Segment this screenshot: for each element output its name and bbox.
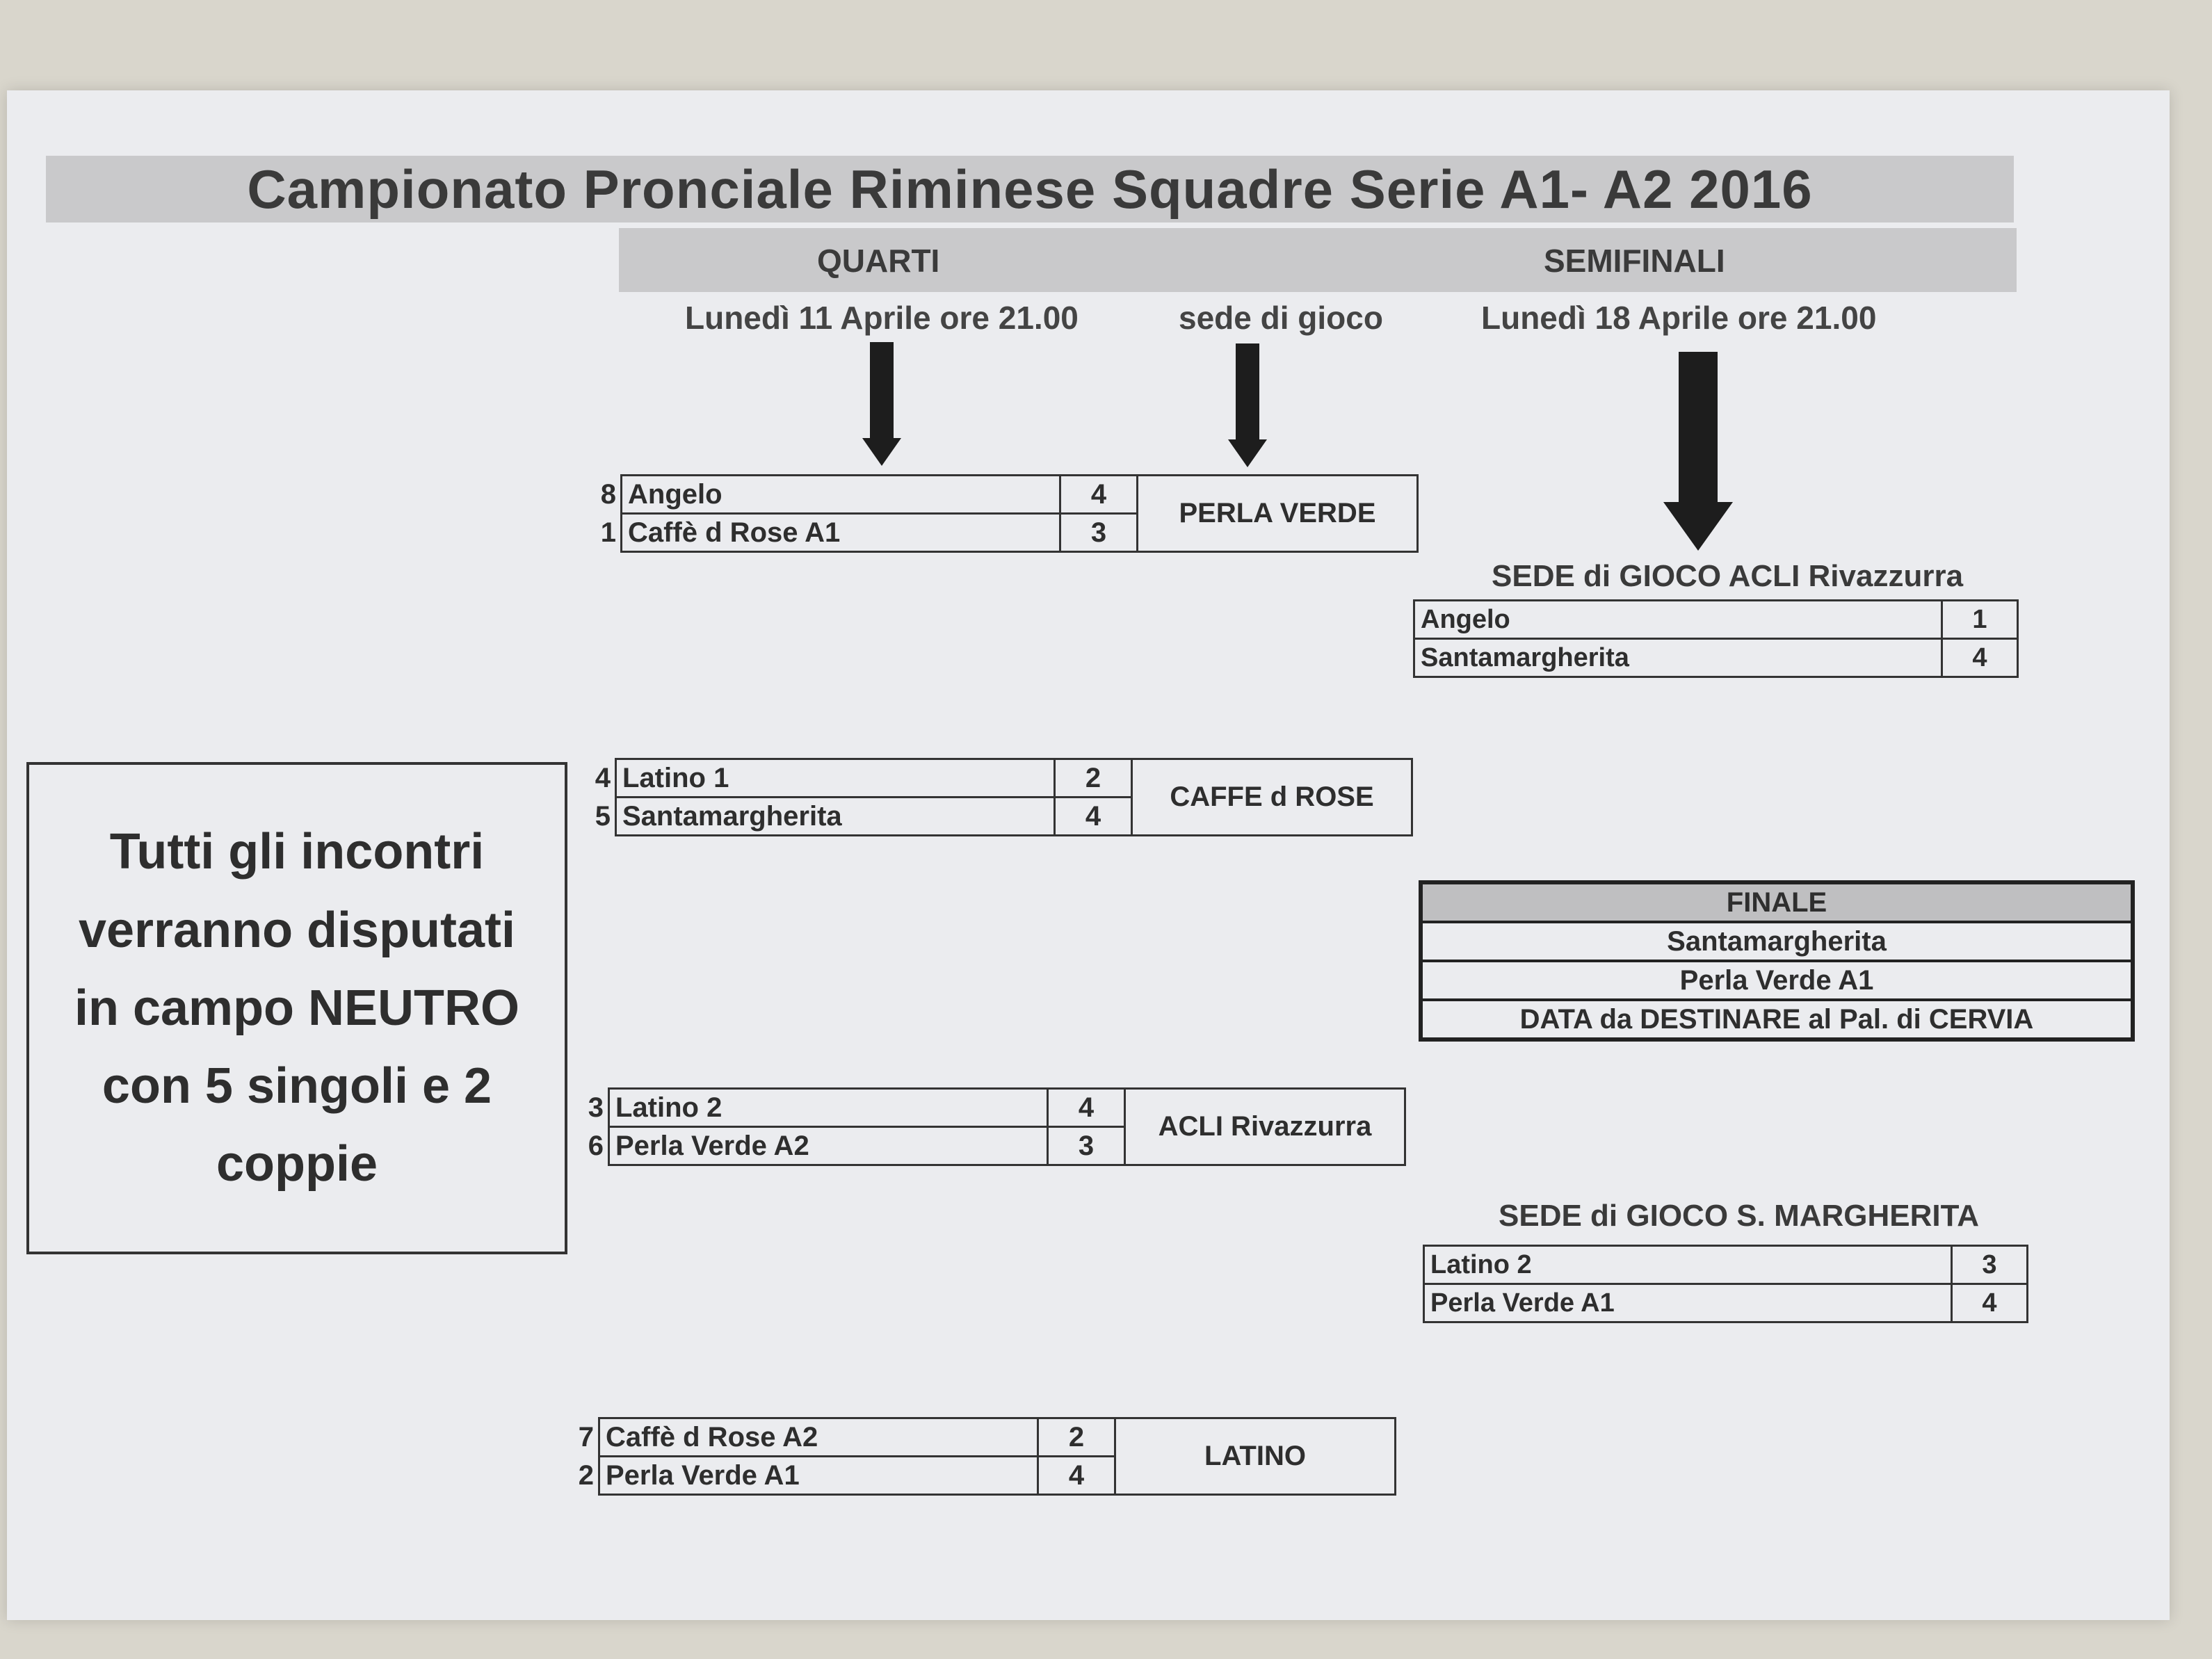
seed-number: 4 xyxy=(595,762,611,793)
team-name: Latino 1 xyxy=(615,758,1056,798)
table-row: 5 Santamargherita 4 xyxy=(588,796,1412,836)
table-row: 3 Latino 2 4 ACLI Rivazzurra xyxy=(581,1087,1406,1166)
table-row: Angelo 1 xyxy=(1413,599,2019,640)
finale-title: FINALE xyxy=(1419,881,2134,923)
team-score: 3 xyxy=(1047,1126,1126,1166)
table-row: 2 Perla Verde A1 4 xyxy=(572,1455,1396,1496)
team-name: Angelo xyxy=(620,474,1061,515)
date-quarti: Lunedì 11 Aprile ore 21.00 xyxy=(685,300,1079,336)
seed-number: 6 xyxy=(588,1130,604,1161)
team-score: 3 xyxy=(1951,1245,2028,1285)
match-venue: ACLI Rivazzurra xyxy=(1124,1087,1406,1166)
seed-number: 3 xyxy=(588,1092,604,1123)
match-venue: LATINO xyxy=(1114,1417,1396,1496)
date-semifinali: Lunedì 18 Aprile ore 21.00 xyxy=(1481,300,1877,336)
team-score: 3 xyxy=(1059,512,1138,553)
table-row: Latino 2 3 xyxy=(1423,1245,2028,1285)
team-name: Latino 2 xyxy=(608,1087,1049,1128)
rules-note-line: coppie xyxy=(216,1136,378,1192)
table-row: Perla Verde A1 xyxy=(1419,960,2134,1001)
team-score: 4 xyxy=(1941,638,2019,678)
match-venue: PERLA VERDE xyxy=(1136,474,1419,553)
team-score: 4 xyxy=(1053,796,1133,836)
team-name: Angelo xyxy=(1413,599,1943,640)
finale-date-note: DATA da DESTINARE al Pal. di CERVIA xyxy=(1419,998,2134,1041)
finale-team-1: Santamargherita xyxy=(1419,921,2134,962)
seed-number: 5 xyxy=(595,800,611,832)
seed-number: 1 xyxy=(600,517,616,548)
rules-note-line: in campo NEUTRO xyxy=(74,980,520,1036)
semifinal-match-1: Angelo 1 Santamarghe­rita 4 xyxy=(1413,599,2019,678)
seed-number: 7 xyxy=(578,1421,594,1452)
team-name: Perla Verde A1 xyxy=(1423,1283,1953,1323)
semifinal-venue-title: SEDE di GIOCO ACLI Rivazzurra xyxy=(1492,559,1964,593)
quarterfinal-match-3: 3 Latino 2 4 ACLI Rivazzurra 6 Perla Ver… xyxy=(581,1087,1406,1166)
table-row: Santamargherita xyxy=(1419,921,2134,962)
team-name: Perla Verde A2 xyxy=(608,1126,1049,1166)
page-title: Campionato Pronciale Riminese Squadre Se… xyxy=(46,156,2014,222)
match-venue: CAFFE d ROSE xyxy=(1131,758,1413,836)
team-name: Santamarghe­rita xyxy=(1413,638,1943,678)
rules-note-line: con 5 singoli e 2 xyxy=(102,1058,492,1115)
stage-semifinali-label: SEMIFINALI xyxy=(1544,243,1725,279)
paper-sheet: Campionato Pronciale Riminese Squadre Se… xyxy=(7,90,2170,1620)
rules-note-box: Tutti gli incontri verranno disputati in… xyxy=(26,762,567,1254)
table-row: DATA da DESTINARE al Pal. di CERVIA xyxy=(1419,998,2134,1041)
table-row: Santamarghe­rita 4 xyxy=(1413,638,2019,678)
team-score: 2 xyxy=(1053,758,1133,798)
quarterfinal-match-4: 7 Caffè d Rose A2 2 LATINO 2 Perla Verde… xyxy=(572,1417,1396,1496)
table-row: 7 Caffè d Rose A2 2 LATINO xyxy=(572,1417,1396,1496)
quarterfinal-match-1: 8 Angelo 4 PERLA VERDE 1 Caffè d Rose A1… xyxy=(594,474,1419,553)
table-row: 8 Angelo 4 PERLA VERDE xyxy=(594,474,1419,553)
team-name: Caffè d Rose A2 xyxy=(598,1417,1039,1457)
finale-table: FINALE Santamargherita Perla Verde A1 DA… xyxy=(1419,880,2135,1042)
table-row: 6 Perla Verde A2 3 xyxy=(581,1126,1405,1166)
team-score: 4 xyxy=(1047,1087,1126,1128)
table-row: FINALE xyxy=(1419,881,2134,923)
team-name: Santamargherita xyxy=(615,796,1056,836)
quarterfinal-match-2: 4 Latino 1 2 CAFFE d ROSE 5 Santamargher… xyxy=(588,758,1413,836)
team-score: 4 xyxy=(1059,474,1138,515)
table-row: Perla Verde A1 4 xyxy=(1423,1283,2028,1323)
semifinal-venue-title: SEDE di GIOCO S. MARGHERITA xyxy=(1499,1199,1980,1233)
team-score: 4 xyxy=(1951,1283,2028,1323)
semifinal-match-2: Latino 2 3 Perla Verde A1 4 xyxy=(1423,1245,2028,1323)
team-name: Perla Verde A1 xyxy=(598,1455,1039,1496)
rules-note-line: verranno disputati xyxy=(78,902,516,958)
seed-number: 2 xyxy=(578,1459,594,1491)
venue-column-label: sede di gioco xyxy=(1179,300,1383,336)
table-row: 4 Latino 1 2 CAFFE d ROSE xyxy=(588,758,1413,836)
stage-header-bar xyxy=(619,228,2017,292)
rules-note-line: Tutti gli incontri xyxy=(109,824,485,880)
team-score: 1 xyxy=(1941,599,2019,640)
team-name: Caffè d Rose A1 xyxy=(620,512,1061,553)
seed-number: 8 xyxy=(600,478,616,510)
team-score: 4 xyxy=(1037,1455,1116,1496)
stage-quarti-label: QUARTI xyxy=(817,243,940,279)
team-score: 2 xyxy=(1037,1417,1116,1457)
table-row: 1 Caffè d Rose A1 3 xyxy=(594,512,1418,553)
finale-team-2: Perla Verde A1 xyxy=(1419,960,2134,1001)
team-name: Latino 2 xyxy=(1423,1245,1953,1285)
